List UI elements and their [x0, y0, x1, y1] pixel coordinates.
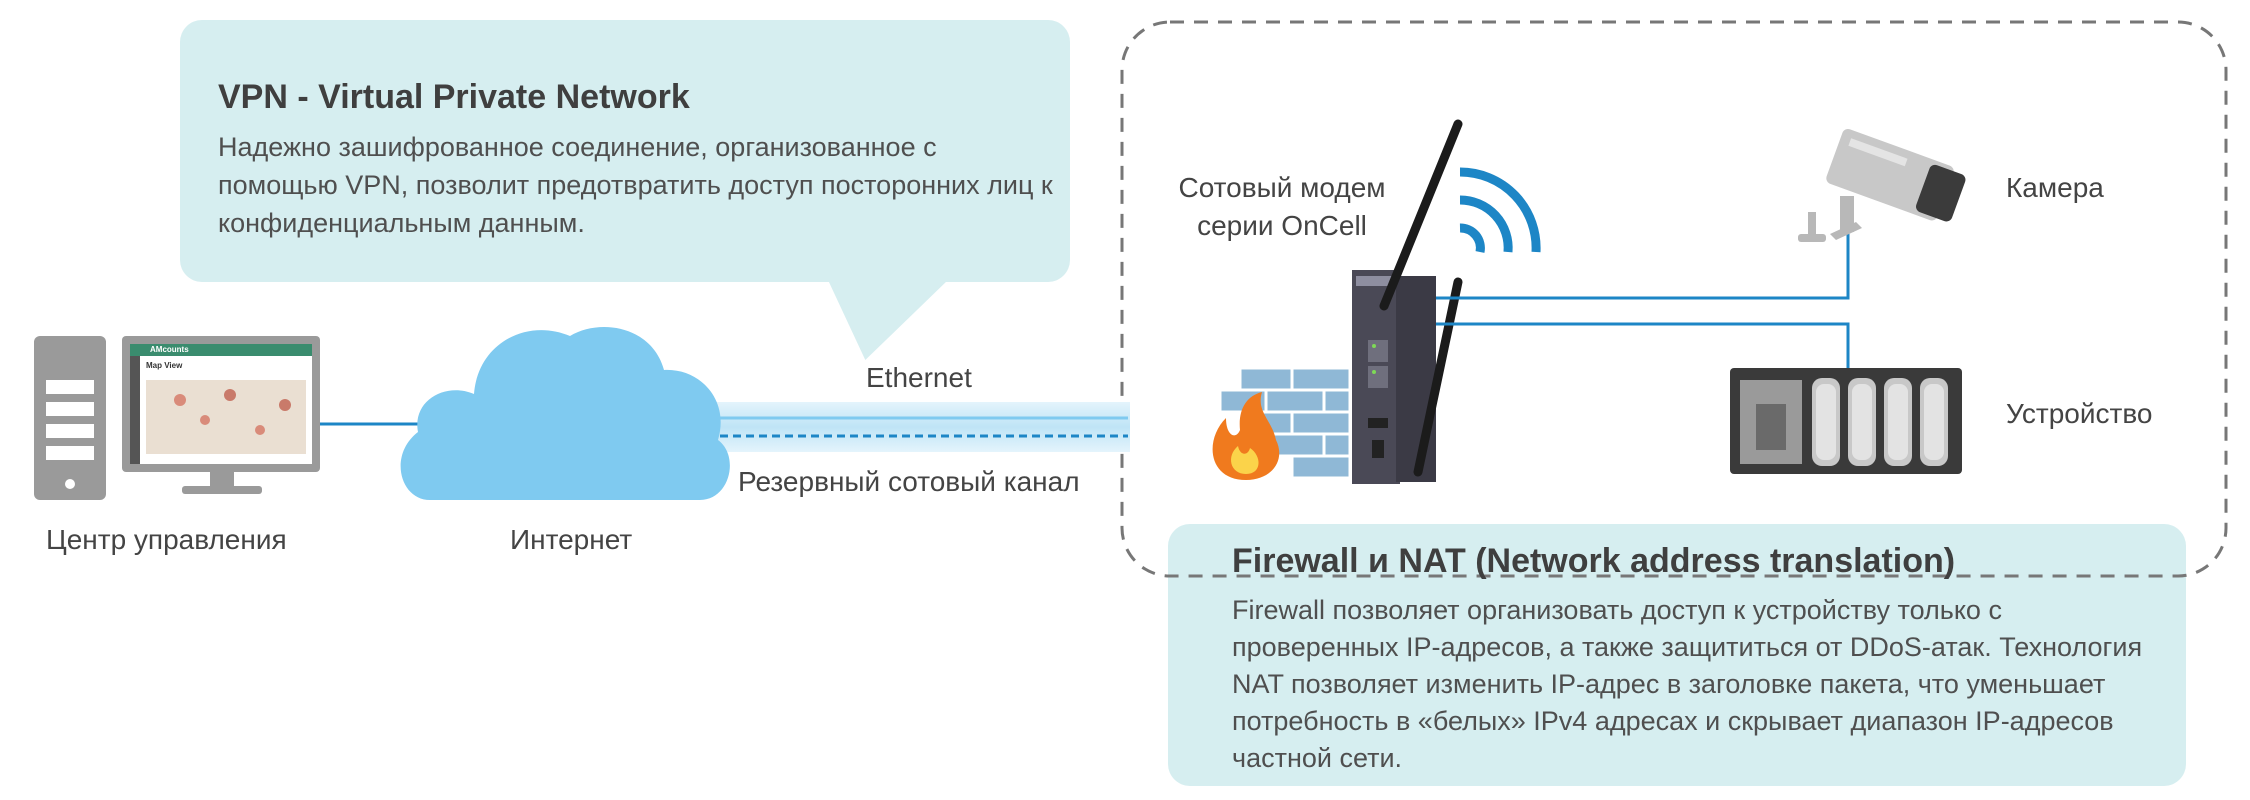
monitor-app-name: AMcounts	[150, 345, 189, 354]
ethernet-label: Ethernet	[866, 362, 972, 393]
wireless-signal-icon	[1459, 167, 1541, 253]
monitor-view-title: Map View	[146, 361, 183, 370]
modem-label-line1: Сотовый модем	[1178, 172, 1386, 203]
oncell-modem-icon	[1352, 119, 1463, 484]
monitor-icon	[122, 336, 320, 494]
backup-channel-label: Резервный сотовый канал	[738, 466, 1080, 497]
camera-label: Камера	[2006, 172, 2104, 203]
firewall-callout	[1168, 524, 2186, 786]
internet-cloud-icon	[400, 327, 730, 500]
vpn-tunnel	[680, 402, 1130, 452]
vpn-description: Надежно зашифрованное соединение, органи…	[218, 132, 1053, 238]
firewall-title: Firewall и NAT (Network address translat…	[1232, 542, 1956, 580]
pc-tower-icon	[34, 336, 106, 500]
local-network-links	[1436, 228, 1850, 372]
firewall-icon	[1218, 366, 1352, 480]
private-network-boundary	[1120, 20, 2228, 578]
vpn-callout	[180, 20, 1070, 282]
camera-icon	[1798, 128, 1966, 242]
firewall-description: Firewall позволяет организовать доступ к…	[1232, 595, 2143, 773]
control-center-label: Центр управления	[46, 524, 287, 555]
industrial-device-icon	[1730, 368, 1962, 474]
device-label: Устройство	[2006, 398, 2153, 429]
fire-icon	[1212, 392, 1280, 480]
vpn-title: VPN - Virtual Private Network	[218, 78, 690, 116]
modem-label-line2: серии OnCell	[1197, 210, 1367, 241]
internet-label: Интернет	[510, 524, 633, 555]
